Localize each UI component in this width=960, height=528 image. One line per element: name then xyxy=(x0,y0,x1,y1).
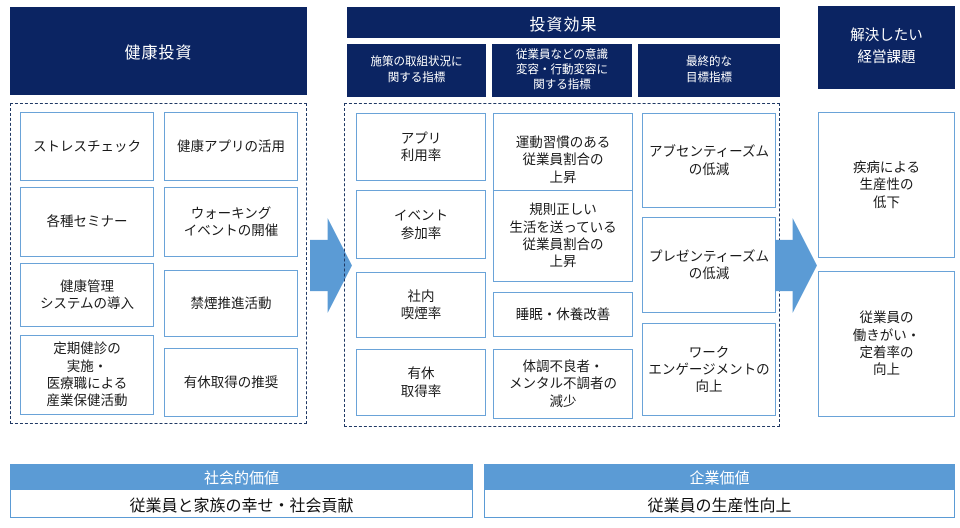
indicator-app-usage-rate: アプリ 利用率 xyxy=(356,113,486,181)
right-arrow-icon xyxy=(775,218,817,313)
indicator-presenteeism: プレゼンティーズム の低減 xyxy=(642,217,776,313)
indicator-smoking-rate: 社内 喫煙率 xyxy=(356,272,486,338)
indicator-work-engagement: ワーク エンゲージメントの 向上 xyxy=(642,323,776,416)
measure-checkups-occupational-health: 定期健診の 実施・ 医療職による 産業保健活動 xyxy=(20,335,154,415)
measure-stress-check: ストレスチェック xyxy=(20,112,154,181)
investment-measures-panel: ストレスチェック 各種セミナー 健康管理 システムの導入 定期健診の 実施・ 医… xyxy=(10,103,307,424)
indicator-regular-lifestyle: 規則正しい 生活を送っている 従業員割合の 上昇 xyxy=(493,190,633,282)
indicator-absenteeism: アブセンティーズム の低減 xyxy=(642,113,776,208)
investment-effect-panel: アプリ 利用率 イベント 参加率 社内 喫煙率 有休 取得率 運動習慣のある 従… xyxy=(344,103,780,427)
indicator-paid-leave-rate: 有休 取得率 xyxy=(356,349,486,416)
subheader-status-indicators: 施策の取組状況に 関する指標 xyxy=(347,44,486,97)
indicator-event-participation-rate: イベント 参加率 xyxy=(356,190,486,259)
corporate-value-body: 従業員の生産性向上 xyxy=(647,497,792,515)
social-value-panel: 社会的価値 従業員と家族の幸せ・社会貢献 xyxy=(10,464,473,518)
measure-seminars: 各種セミナー xyxy=(20,187,154,257)
subheader-behavior-indicators: 従業員などの意識 変容・行動変容に 関する指標 xyxy=(492,44,632,97)
measure-paid-leave-promotion: 有休取得の推奨 xyxy=(164,348,298,417)
indicator-unwell-decrease: 体調不良者・ メンタル不調者の 減少 xyxy=(493,349,633,419)
effect-subheader-row: 施策の取組状況に 関する指標 従業員などの意識 変容・行動変容に 関する指標 最… xyxy=(347,44,780,97)
measure-health-app: 健康アプリの活用 xyxy=(164,112,298,181)
subheader-final-indicators: 最終的な 目標指標 xyxy=(638,44,780,97)
management-issues-header: 解決したい 経営課題 xyxy=(818,6,955,89)
corporate-value-title: 企業価値 xyxy=(485,465,954,490)
issue-productivity-decline: 疾病による 生産性の 低下 xyxy=(818,112,955,258)
measure-walking-events: ウォーキング イベントの開催 xyxy=(164,187,298,257)
indicator-sleep-rest: 睡眠・休養改善 xyxy=(493,292,633,337)
corporate-value-panel: 企業価値 従業員の生産性向上 xyxy=(484,464,955,518)
social-value-body: 従業員と家族の幸せ・社会貢献 xyxy=(129,497,354,515)
investment-effect-header: 投資効果 xyxy=(347,7,780,38)
issue-motivation-retention: 従業員の 働きがい・ 定着率の 向上 xyxy=(818,271,955,417)
health-investment-header: 健康投資 xyxy=(10,7,307,95)
measure-health-system: 健康管理 システムの導入 xyxy=(20,263,154,327)
measure-no-smoking: 禁煙推進活動 xyxy=(164,270,298,337)
social-value-title: 社会的価値 xyxy=(11,465,472,490)
